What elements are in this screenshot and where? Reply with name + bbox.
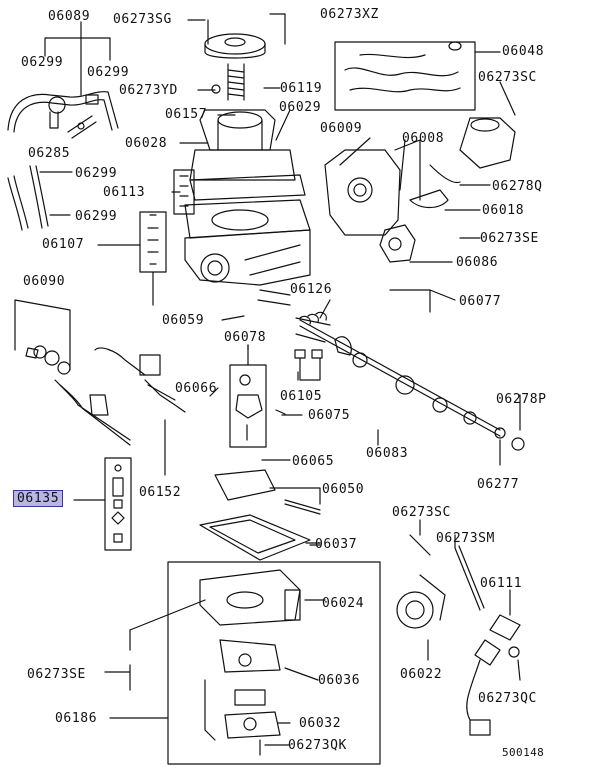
- part-label-06066[interactable]: 06066: [175, 381, 218, 396]
- hoses-06299: [8, 166, 72, 230]
- part-label-06077[interactable]: 06077: [459, 294, 502, 309]
- part-label-06299-a[interactable]: 06299: [21, 55, 64, 70]
- kit-06135: [74, 458, 131, 550]
- part-label-06028[interactable]: 06028: [125, 136, 168, 151]
- part-label-06278P[interactable]: 06278P: [496, 392, 547, 407]
- part-label-06273QK[interactable]: 06273QK: [288, 738, 347, 753]
- part-label-06299-b[interactable]: 06299: [87, 65, 130, 80]
- throttle-body-right: [325, 42, 515, 262]
- part-label-06107[interactable]: 06107: [42, 237, 85, 252]
- leader-lines: [98, 14, 520, 745]
- part-label-06036[interactable]: 06036: [318, 673, 361, 688]
- part-label-06273YD[interactable]: 06273YD: [119, 83, 178, 98]
- part-label-06273XZ[interactable]: 06273XZ: [320, 7, 379, 22]
- part-label-06126[interactable]: 06126: [290, 282, 333, 297]
- part-label-06089[interactable]: 06089: [48, 9, 91, 24]
- part-label-06273SE-bottom[interactable]: 06273SE: [27, 667, 86, 682]
- part-label-06186[interactable]: 06186: [55, 711, 98, 726]
- part-label-06090[interactable]: 06090: [23, 274, 66, 289]
- part-label-06299-c[interactable]: 06299: [75, 166, 118, 181]
- part-label-06278Q[interactable]: 06278Q: [492, 179, 543, 194]
- part-label-06024[interactable]: 06024: [322, 596, 365, 611]
- part-label-06277[interactable]: 06277: [477, 477, 520, 492]
- carburetor-top: [140, 14, 310, 305]
- gasket-06037: [200, 515, 320, 560]
- part-label-06050[interactable]: 06050: [322, 482, 365, 497]
- part-label-06022[interactable]: 06022: [400, 667, 443, 682]
- part-label-06083[interactable]: 06083: [366, 446, 409, 461]
- part-label-06018[interactable]: 06018: [482, 203, 525, 218]
- part-label-06135-highlighted[interactable]: 06135: [13, 490, 64, 507]
- part-label-06086[interactable]: 06086: [456, 255, 499, 270]
- part-label-06029[interactable]: 06029: [279, 100, 322, 115]
- part-label-06105[interactable]: 06105: [280, 389, 323, 404]
- part-label-06273SG[interactable]: 06273SG: [113, 12, 172, 27]
- hose-group-06089: [8, 22, 118, 138]
- float-bowl-assembly: [130, 562, 380, 764]
- part-label-06273SE-top[interactable]: 06273SE: [480, 231, 539, 246]
- part-label-06111[interactable]: 06111: [480, 576, 523, 591]
- part-label-06285[interactable]: 06285: [28, 146, 71, 161]
- part-label-06273SC-mid[interactable]: 06273SC: [392, 505, 451, 520]
- part-label-06065[interactable]: 06065: [292, 454, 335, 469]
- part-label-06048[interactable]: 06048: [502, 44, 545, 59]
- part-label-06037[interactable]: 06037: [315, 537, 358, 552]
- part-label-06075[interactable]: 06075: [308, 408, 351, 423]
- part-label-06059[interactable]: 06059: [162, 313, 205, 328]
- part-label-06299-d[interactable]: 06299: [75, 209, 118, 224]
- diagram-id: 500148: [502, 746, 545, 759]
- part-label-06032[interactable]: 06032: [299, 716, 342, 731]
- fuel-line-group: [15, 300, 185, 445]
- part-label-06273SM[interactable]: 06273SM: [436, 531, 495, 546]
- part-label-06119[interactable]: 06119: [280, 81, 323, 96]
- part-label-06157[interactable]: 06157: [165, 107, 208, 122]
- diaphragm-assembly: [397, 535, 520, 735]
- part-label-06078[interactable]: 06078: [224, 330, 267, 345]
- throttle-shaft-06083: [296, 312, 524, 450]
- part-label-06008[interactable]: 06008: [402, 131, 445, 146]
- part-label-06273QC[interactable]: 06273QC: [478, 691, 537, 706]
- part-label-06113[interactable]: 06113: [103, 185, 146, 200]
- part-label-06273SC-top[interactable]: 06273SC: [478, 70, 537, 85]
- part-label-06152[interactable]: 06152: [139, 485, 182, 500]
- kit-06078: [215, 345, 322, 514]
- part-label-06009[interactable]: 06009: [320, 121, 363, 136]
